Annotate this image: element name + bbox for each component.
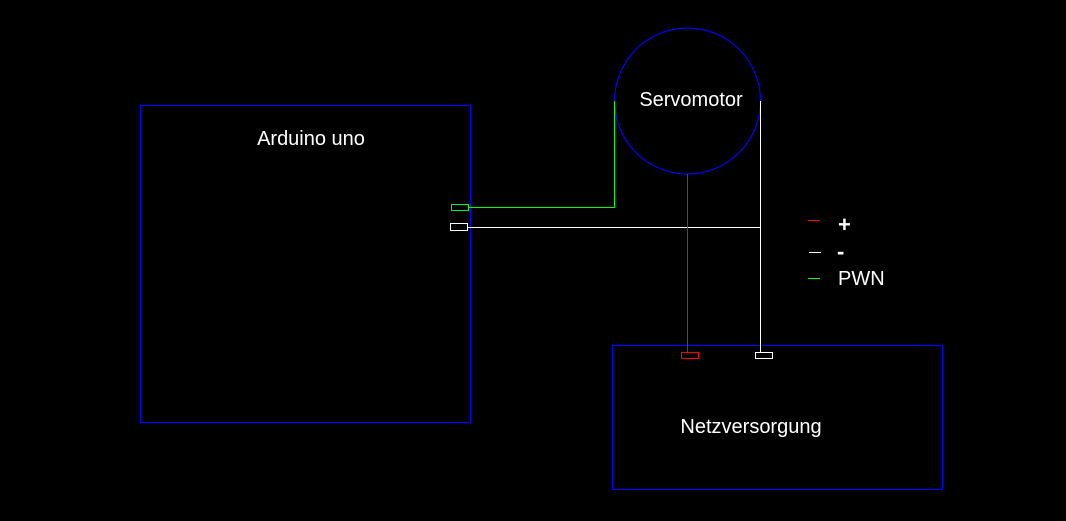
legend-plus-label: +: [838, 212, 851, 237]
arduino-gnd-pin: [450, 223, 468, 231]
legend-pwm-label: PWN: [838, 268, 885, 290]
arduino-box: [139, 104, 472, 424]
power-plus-pin: [681, 352, 699, 359]
servo-label: Servomotor: [639, 89, 743, 111]
legend-minus-label: -: [837, 239, 844, 264]
arduino-pwm-pin: [451, 204, 469, 211]
legend: + - PWN: [808, 212, 885, 290]
power-box: [611, 344, 944, 491]
power-label: Netzversorgung: [680, 416, 821, 438]
pwm-wire: [463, 101, 615, 208]
power-minus-pin: [755, 352, 773, 359]
arduino-label: Arduino uno: [257, 128, 365, 150]
